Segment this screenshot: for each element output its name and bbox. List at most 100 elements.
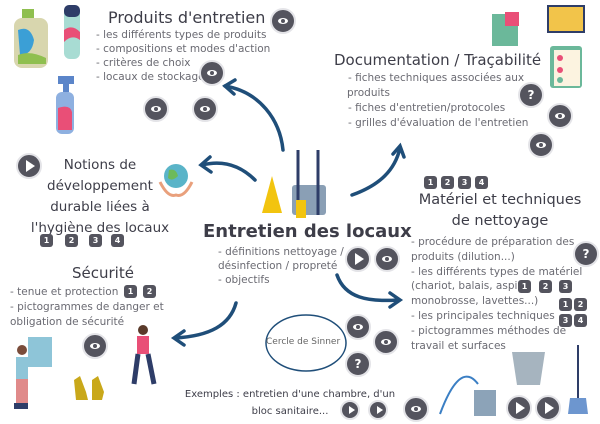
play-button[interactable] bbox=[16, 153, 42, 179]
arrow-to-documentation bbox=[350, 146, 402, 197]
documents-illustration bbox=[492, 5, 585, 88]
globe-hands-illustration bbox=[158, 164, 194, 197]
quiz-button[interactable]: ? bbox=[345, 351, 371, 377]
materiel-item: - les principales techniques bbox=[411, 309, 555, 322]
eye-icon bbox=[200, 106, 210, 112]
badge-2[interactable]: 2 bbox=[441, 176, 454, 189]
security-people-illustration bbox=[14, 325, 157, 409]
arrow-to-produits bbox=[223, 84, 285, 152]
play-button[interactable] bbox=[345, 246, 371, 272]
materiel-item: travail et surfaces bbox=[411, 339, 506, 352]
exemples-line: Exemples : entretien d'une chambre, d'un bbox=[184, 389, 396, 400]
documentation-item: - grilles d'évaluation de l'entretien bbox=[348, 117, 529, 129]
view-button[interactable] bbox=[528, 132, 554, 158]
spray-bottle-illustration bbox=[56, 76, 74, 134]
play-button[interactable] bbox=[340, 400, 360, 420]
sinner-label[interactable]: Cercle de Sinner bbox=[266, 337, 341, 347]
produits-item: - critères de choix bbox=[96, 57, 191, 69]
view-button[interactable] bbox=[403, 396, 429, 422]
view-button[interactable] bbox=[192, 96, 218, 122]
eye-icon bbox=[536, 142, 546, 148]
title-line: de nettoyage bbox=[451, 213, 549, 229]
question-icon: ? bbox=[527, 88, 535, 102]
produits-item: - les différents types de produits bbox=[96, 29, 267, 41]
securite-item: - pictogrammes de danger et bbox=[10, 301, 164, 313]
view-button[interactable] bbox=[143, 96, 169, 122]
documentation-item: - fiches d'entretien/protocoles bbox=[348, 102, 506, 114]
badge-1[interactable]: 1 bbox=[124, 285, 137, 298]
securite-title: Sécurité bbox=[72, 264, 134, 282]
detergent-bottle-illustration bbox=[14, 9, 48, 68]
badge-4[interactable]: 4 bbox=[111, 234, 124, 247]
materiel-item: - pictogrammes méthodes de bbox=[411, 324, 567, 337]
eye-icon bbox=[381, 339, 391, 345]
documentation-item: produits bbox=[347, 87, 390, 99]
badge-3[interactable]: 3 bbox=[559, 280, 572, 293]
view-button[interactable] bbox=[270, 8, 296, 34]
developpement-title: Notions de développement durable liées à… bbox=[20, 155, 180, 239]
badge-4[interactable]: 4 bbox=[475, 176, 488, 189]
arrow-to-securite-head bbox=[170, 329, 186, 347]
produits-item: - compositions et modes d'action bbox=[96, 43, 271, 55]
view-button[interactable] bbox=[199, 60, 225, 86]
center-item: - définitions nettoyage / bbox=[218, 246, 344, 258]
badge-1[interactable]: 1 bbox=[518, 280, 531, 293]
exemples-text: Exemples : entretien d'une chambre, d'un… bbox=[180, 386, 400, 420]
badge-3[interactable]: 3 bbox=[559, 314, 572, 327]
play-icon bbox=[26, 160, 35, 172]
sinner-circle bbox=[265, 314, 347, 372]
eye-icon bbox=[555, 113, 565, 119]
cleaning-cart-illustration bbox=[262, 150, 326, 218]
center-item: - objectifs bbox=[218, 274, 270, 286]
securite-item: obligation de sécurité bbox=[10, 316, 125, 328]
badge-2[interactable]: 2 bbox=[574, 298, 587, 311]
arrow-to-developpement bbox=[200, 161, 257, 182]
view-button[interactable] bbox=[547, 103, 573, 129]
quiz-button[interactable]: ? bbox=[573, 241, 599, 267]
view-button[interactable] bbox=[373, 329, 399, 355]
eye-icon bbox=[353, 324, 363, 330]
materiel-item: monobrosse, lavettes...) bbox=[411, 295, 539, 308]
securite-item: - tenue et protection bbox=[10, 286, 119, 298]
materiel-title: Matériel et techniques de nettoyage bbox=[410, 190, 590, 232]
badge-2[interactable]: 2 bbox=[65, 234, 78, 247]
view-button[interactable] bbox=[82, 333, 108, 359]
play-icon bbox=[516, 402, 525, 414]
exemples-line: bloc sanitaire... bbox=[251, 406, 329, 417]
badge-1[interactable]: 1 bbox=[424, 176, 437, 189]
title-line: l'hygiène des locaux bbox=[30, 220, 170, 236]
play-button[interactable] bbox=[506, 395, 532, 421]
title-line: Matériel et techniques bbox=[418, 192, 582, 208]
eye-icon bbox=[151, 106, 161, 112]
materiel-item: (chariot, balais, aspi, bbox=[411, 280, 521, 293]
gloves-illustration bbox=[74, 376, 104, 400]
produits-list: - les différents types de produits - com… bbox=[96, 28, 270, 84]
title-line: Notions de bbox=[63, 157, 137, 173]
view-button[interactable] bbox=[345, 314, 371, 340]
eye-icon bbox=[411, 406, 421, 412]
badge-2[interactable]: 2 bbox=[539, 280, 552, 293]
materiel-item: - les différents types de matériel bbox=[411, 265, 583, 278]
badge-3[interactable]: 3 bbox=[458, 176, 471, 189]
arrow-to-documentation-head bbox=[391, 142, 406, 159]
quiz-button[interactable]: ? bbox=[518, 82, 544, 108]
badge-2[interactable]: 2 bbox=[143, 285, 156, 298]
arrow-to-produits-head bbox=[222, 78, 237, 96]
documentation-title: Documentation / Traçabilité bbox=[334, 51, 542, 69]
documentation-item: - fiches techniques associées aux bbox=[348, 72, 525, 84]
title-line: durable liées à bbox=[50, 199, 150, 215]
view-button[interactable] bbox=[374, 246, 400, 272]
badge-1[interactable]: 1 bbox=[40, 234, 53, 247]
badge-1[interactable]: 1 bbox=[559, 298, 572, 311]
badge-3[interactable]: 3 bbox=[89, 234, 102, 247]
spray-can-illustration bbox=[64, 5, 80, 59]
materiel-list: - procédure de préparation des produits … bbox=[411, 235, 582, 353]
play-button[interactable] bbox=[535, 395, 561, 421]
materiel-item: - procédure de préparation des bbox=[411, 236, 575, 248]
badge-4[interactable]: 4 bbox=[574, 314, 587, 327]
vacuum-bucket-mop-illustration bbox=[439, 345, 588, 416]
play-icon bbox=[376, 406, 383, 414]
center-item: désinfection / propreté bbox=[218, 260, 338, 272]
play-button[interactable] bbox=[368, 400, 388, 420]
